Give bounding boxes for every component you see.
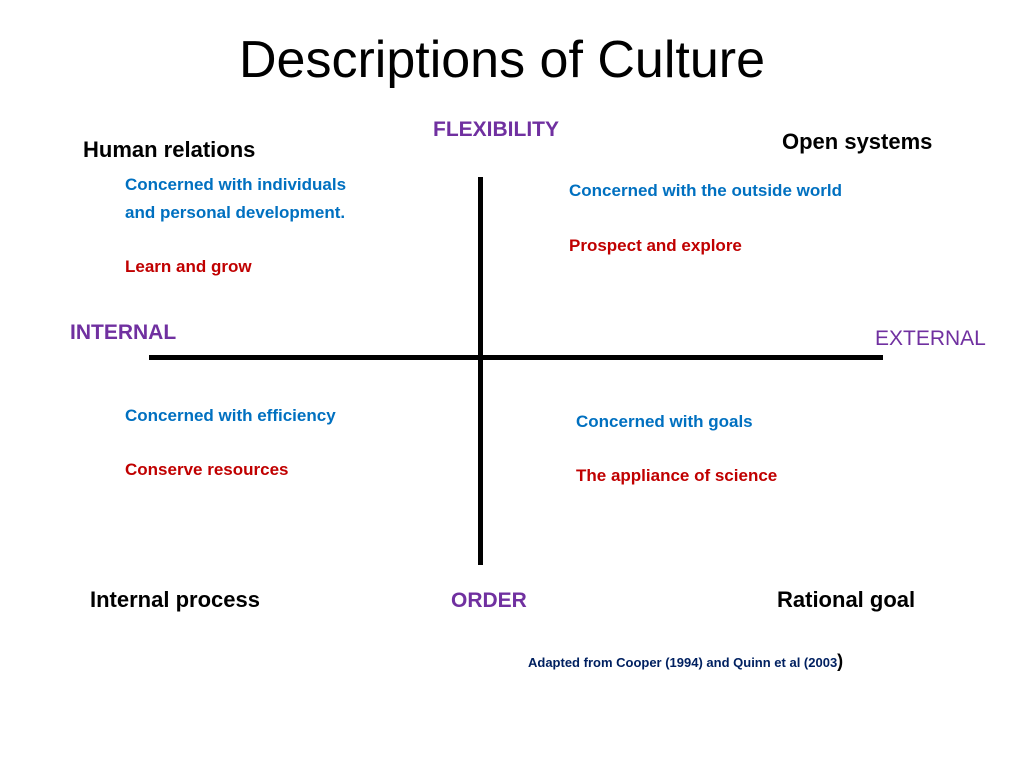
quadrant-concern-human-relations-line2: and personal development. (125, 203, 346, 222)
source-citation-text: Adapted from Cooper (1994) and Quinn et … (528, 655, 838, 670)
quadrant-title-internal-process: Internal process (90, 587, 260, 612)
quadrant-action-open-systems: Prospect and explore (569, 236, 742, 255)
axis-label-internal: INTERNAL (70, 321, 177, 344)
slide-title: Descriptions of Culture (239, 31, 765, 89)
axis-label-flexibility: FLEXIBILITY (433, 118, 559, 141)
source-citation-close: ) (837, 651, 844, 671)
quadrant-action-human-relations: Learn and grow (125, 257, 252, 276)
vertical-axis (478, 177, 483, 565)
quadrant-action-rational-goal: The appliance of science (576, 466, 778, 485)
quadrant-concern-human-relations-line1: Concerned with individuals (125, 175, 347, 194)
quadrant-concern-rational-goal: Concerned with goals (576, 412, 753, 431)
source-citation: Adapted from Cooper (1994) and Quinn et … (528, 651, 843, 672)
axis-label-external: EXTERNAL (875, 327, 986, 350)
quadrant-concern-open-systems: Concerned with the outside world (569, 181, 842, 200)
quadrant-title-human-relations: Human relations (83, 137, 256, 162)
quadrant-action-internal-process: Conserve resources (125, 460, 289, 479)
quadrant-title-rational-goal: Rational goal (777, 587, 916, 612)
axis-label-order: ORDER (451, 589, 527, 612)
quadrant-concern-internal-process: Concerned with efficiency (125, 406, 336, 425)
quadrant-title-open-systems: Open systems (782, 129, 933, 154)
horizontal-axis (149, 355, 883, 360)
